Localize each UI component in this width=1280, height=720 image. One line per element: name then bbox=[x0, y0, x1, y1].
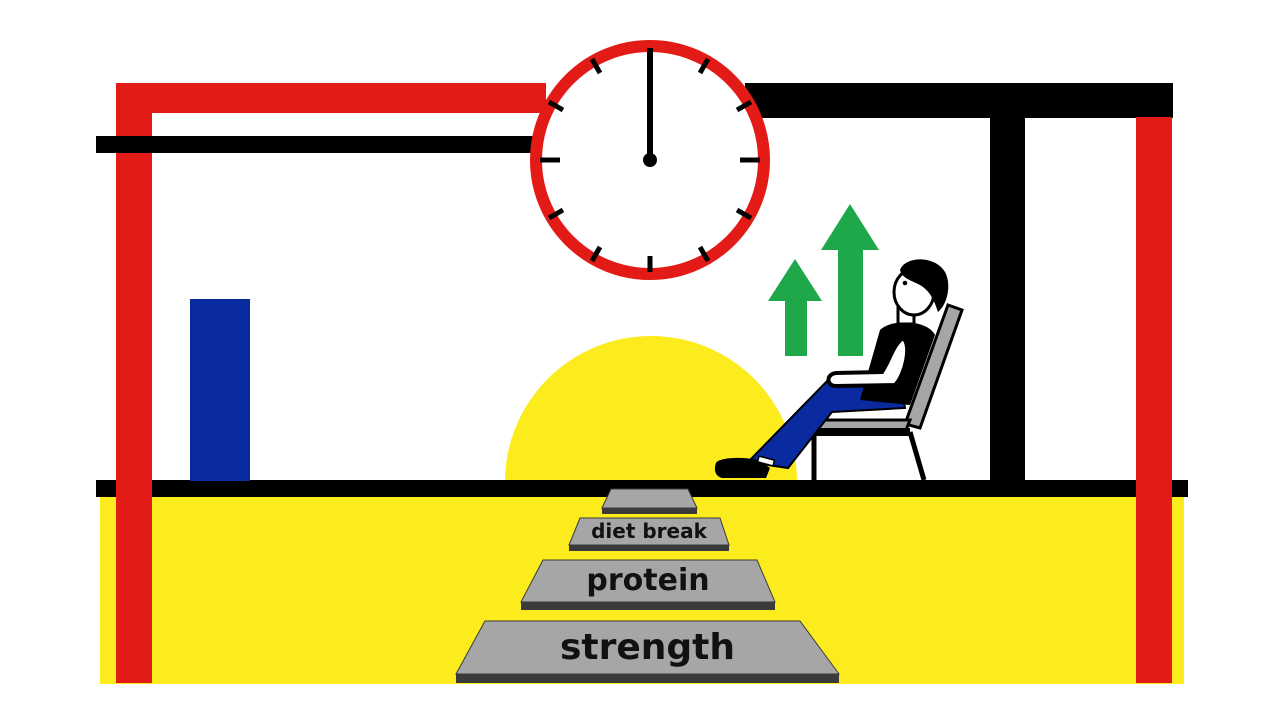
sun-icon bbox=[505, 336, 797, 482]
red-frame-right bbox=[1136, 117, 1172, 683]
black-beam-right bbox=[745, 83, 1173, 118]
clock-hand bbox=[647, 48, 653, 160]
up-arrow-icon bbox=[821, 204, 879, 356]
red-frame-top bbox=[116, 83, 546, 113]
up-arrow-icon bbox=[768, 259, 822, 356]
black-post bbox=[990, 115, 1025, 483]
step-label-protein: protein bbox=[586, 563, 710, 598]
step-top bbox=[601, 488, 698, 509]
red-frame-left bbox=[116, 83, 152, 683]
step-label-diet-break: diet break bbox=[591, 519, 707, 543]
person-reclining-icon bbox=[714, 259, 949, 478]
blue-pillar bbox=[190, 299, 250, 481]
step-label-strength: strength bbox=[559, 627, 736, 668]
black-beam-left bbox=[96, 136, 536, 153]
step-stack bbox=[455, 488, 840, 683]
chair-icon bbox=[808, 303, 964, 481]
clock-icon bbox=[530, 40, 770, 280]
